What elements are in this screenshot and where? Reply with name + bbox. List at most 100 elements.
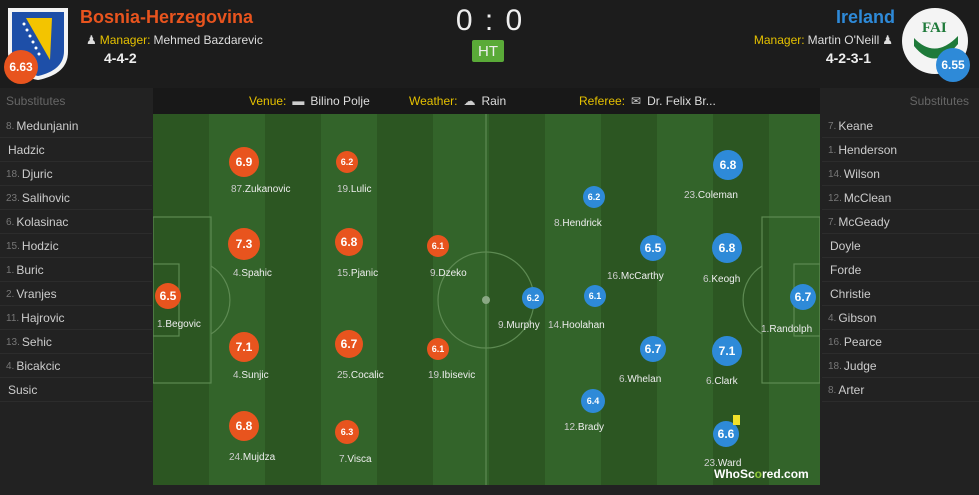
sub-name: Bicakcic — [16, 359, 61, 373]
substitute-row[interactable]: Hadzic — [0, 139, 152, 162]
player-label: 12.Brady — [564, 422, 604, 433]
substitute-row[interactable]: 14.Wilson — [822, 163, 979, 186]
player-label: 4.Spahic — [233, 268, 272, 279]
weather-info: Weather: ☁ Rain — [409, 94, 506, 108]
player-name: Lulic — [350, 184, 372, 195]
sub-number: 16. — [828, 336, 842, 348]
referee-label: Referee: — [579, 94, 626, 108]
player-number: 24. — [229, 452, 243, 463]
substitute-row[interactable]: 6.Kolasinac — [0, 211, 152, 234]
substitute-row[interactable]: 8.Arter — [822, 379, 979, 402]
substitute-row[interactable]: 1.Buric — [0, 259, 152, 282]
substitute-row[interactable]: 13.Sehic — [0, 331, 152, 354]
player-name: Hendrick — [562, 218, 602, 229]
rain-icon: ☁ — [463, 94, 476, 108]
match-header: 6.63 Bosnia-Herzegovina ♟ Manager: Mehme… — [0, 0, 979, 88]
substitute-row[interactable]: 11.Hajrovic — [0, 307, 152, 330]
player-name: Clark — [714, 376, 738, 387]
referee-value: Dr. Felix Br... — [647, 94, 716, 108]
substitute-row[interactable]: 4.Gibson — [822, 307, 979, 330]
player-name: Randolph — [769, 324, 813, 335]
player-label: 16.McCarthy — [607, 271, 664, 282]
sub-number: 1. — [6, 264, 15, 276]
player-name: Hoolahan — [561, 320, 605, 331]
player-name: McCarthy — [620, 271, 664, 282]
player-number: 1. — [157, 319, 166, 330]
sub-name: Forde — [830, 263, 862, 277]
away-formation: 4-2-3-1 — [825, 50, 871, 66]
home-team-name[interactable]: Bosnia-Herzegovina — [80, 7, 254, 27]
player-rating-badge: 6.1 — [427, 338, 449, 360]
match-status-badge: HT — [472, 40, 504, 62]
substitute-row[interactable]: 4.Bicakcic — [0, 355, 152, 378]
manager-label: Manager: — [99, 33, 151, 47]
sub-name: Salihovic — [21, 191, 70, 205]
player-rating-badge: 6.8 — [335, 228, 363, 256]
sub-name: Kolasinac — [16, 215, 69, 229]
player-rating-badge: 6.7 — [790, 284, 816, 310]
player-number: 6. — [706, 376, 715, 387]
player-rating-badge: 6.8 — [712, 233, 742, 263]
substitute-row[interactable]: 7.Keane — [822, 115, 979, 138]
sub-name: Hadzic — [8, 143, 45, 157]
player-number: 14. — [548, 320, 562, 331]
substitute-row[interactable]: Forde — [822, 259, 979, 282]
substitute-row[interactable]: 1.Henderson — [822, 139, 979, 162]
substitute-row[interactable]: 7.McGeady — [822, 211, 979, 234]
player-rating-badge: 6.2 — [583, 186, 605, 208]
sub-name: Vranjes — [16, 287, 57, 301]
player-rating-badge: 6.3 — [335, 420, 359, 444]
substitute-row[interactable]: 23.Salihovic — [0, 187, 152, 210]
player-rating-badge: 7.1 — [229, 332, 259, 362]
substitute-row[interactable]: 15.Hodzic — [0, 235, 152, 258]
player-label: 1.Begovic — [157, 319, 201, 330]
manager-icon: ♟ — [86, 33, 97, 47]
player-number: 23. — [684, 190, 698, 201]
venue-value: Bilino Polje — [310, 94, 370, 108]
player-label: 1.Randolph — [761, 324, 812, 335]
substitute-row[interactable]: Doyle — [822, 235, 979, 258]
player-name: Murphy — [506, 320, 540, 331]
player-number: 87. — [231, 184, 245, 195]
player-name: Ibisevic — [441, 370, 476, 381]
player-rating-badge: 6.6 — [713, 421, 739, 447]
player-number: 6. — [703, 274, 712, 285]
referee-info: Referee: ✉ Dr. Felix Br... — [579, 94, 716, 108]
substitute-row[interactable]: Susic — [0, 379, 152, 402]
away-team-name[interactable]: Ireland — [835, 7, 895, 27]
player-label: 15.Pjanic — [337, 268, 378, 279]
substitute-row[interactable]: 16.Pearce — [822, 331, 979, 354]
sub-name: Sehic — [21, 335, 52, 349]
venue-info: Venue: ▬ Bilino Polje — [249, 94, 370, 108]
substitute-row[interactable]: Christie — [822, 283, 979, 306]
sub-name: Buric — [16, 263, 44, 277]
player-name: Ward — [717, 458, 742, 469]
player-number: 9. — [430, 268, 439, 279]
sub-number: 4. — [6, 360, 15, 372]
substitute-row[interactable]: 12.McClean — [822, 187, 979, 210]
sub-name: McGeady — [838, 215, 890, 229]
player-number: 23. — [704, 458, 718, 469]
player-label: 23.Coleman — [684, 190, 738, 201]
substitute-row[interactable]: 8.Medunjanin — [0, 115, 152, 138]
player-name: Coleman — [697, 190, 738, 201]
sub-number: 12. — [828, 192, 842, 204]
player-rating-badge: 6.7 — [640, 336, 666, 362]
player-number: 1. — [761, 324, 770, 335]
player-rating-badge: 6.8 — [713, 150, 743, 180]
substitute-row[interactable]: 18.Djuric — [0, 163, 152, 186]
substitute-row[interactable]: 2.Vranjes — [0, 283, 152, 306]
player-name: Whelan — [627, 374, 662, 385]
player-label: 23.Ward — [704, 458, 741, 469]
player-name: Zukanovic — [244, 184, 291, 195]
player-rating-badge: 7.1 — [712, 336, 742, 366]
sub-number: 8. — [828, 384, 837, 396]
player-rating-badge: 6.1 — [427, 235, 449, 257]
player-rating-badge: 6.5 — [640, 235, 666, 261]
substitute-row[interactable]: 18.Judge — [822, 355, 979, 378]
sub-name: Christie — [830, 287, 871, 301]
player-label: 6.Clark — [706, 376, 738, 387]
